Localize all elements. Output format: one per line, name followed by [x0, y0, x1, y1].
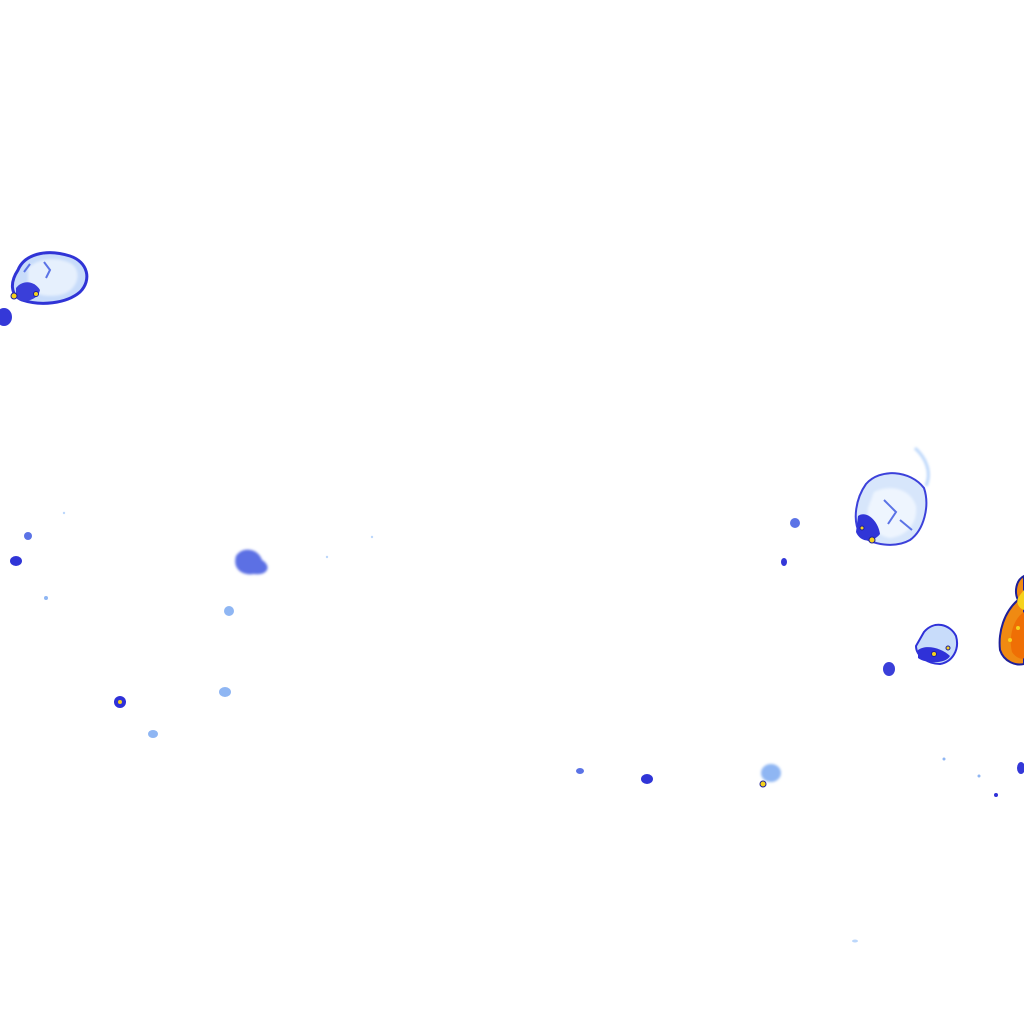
cell-right-dot [883, 662, 895, 676]
cell-right [854, 446, 930, 546]
cell-bright-right-edge [998, 574, 1024, 666]
cell-right-small [914, 623, 958, 666]
blob-center-left [235, 549, 268, 575]
cell-left-edge [0, 308, 12, 326]
cell-upper-left [10, 251, 89, 305]
small-speckles [10, 511, 1024, 943]
